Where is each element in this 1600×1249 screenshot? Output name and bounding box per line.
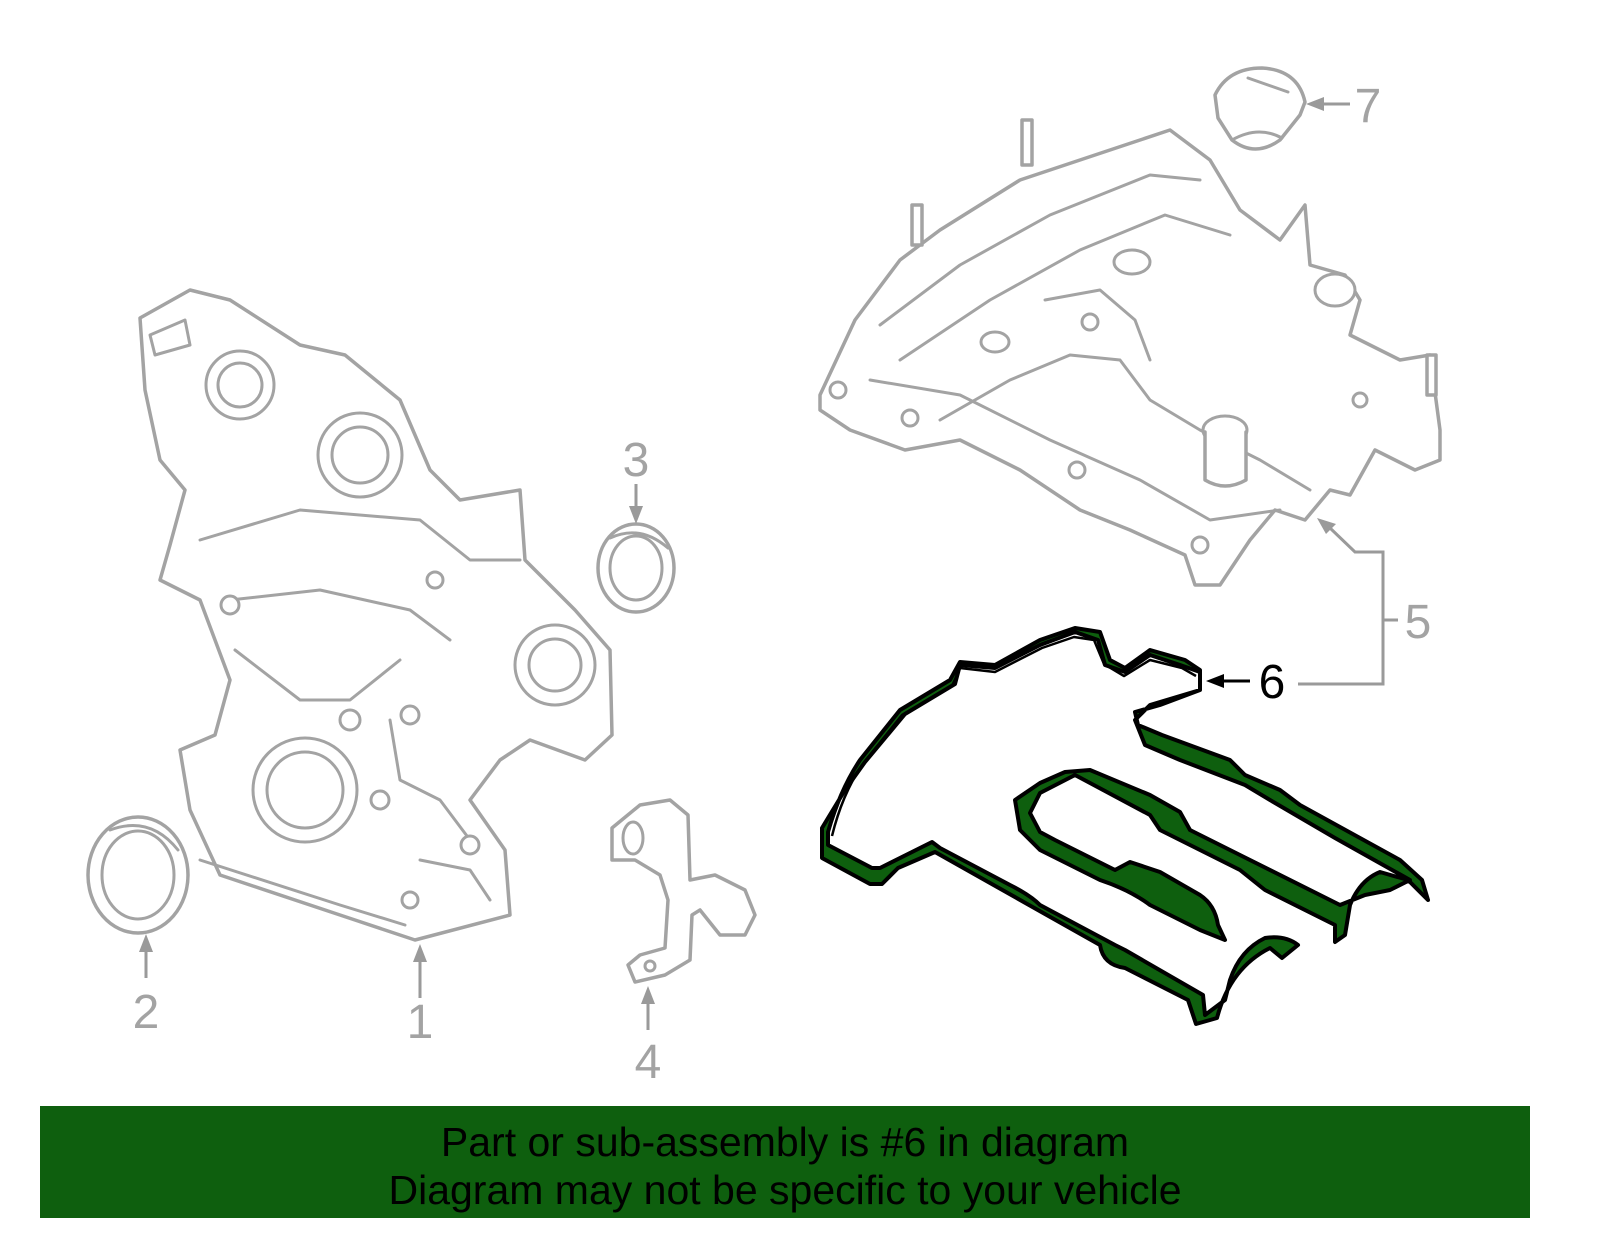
callout-1-number: 1 bbox=[407, 996, 434, 1049]
banner-line-1: Part or sub-assembly is #6 in diagram bbox=[440, 1119, 1130, 1165]
callout-4: 4 bbox=[635, 986, 662, 1089]
banner-line-2: Diagram may not be specific to your vehi… bbox=[388, 1167, 1182, 1213]
callout-2-number: 2 bbox=[133, 986, 160, 1039]
part-1-front-cover[interactable] bbox=[138, 288, 614, 942]
callout-4-number: 4 bbox=[635, 1036, 662, 1089]
callout-3-number: 3 bbox=[623, 434, 650, 487]
part-7-oil-cap[interactable] bbox=[1213, 66, 1307, 151]
callout-6-number: 6 bbox=[1259, 656, 1286, 709]
callout-5: 5 bbox=[1298, 518, 1432, 686]
callout-7: 7 bbox=[1306, 80, 1381, 133]
callout-3: 3 bbox=[623, 434, 650, 524]
callout-1: 1 bbox=[407, 944, 434, 1049]
callout-6: 6 bbox=[1206, 656, 1285, 709]
part-3-seal[interactable] bbox=[596, 522, 676, 614]
part-6-valve-cover-gasket[interactable] bbox=[820, 626, 1430, 1026]
part-4-bracket[interactable] bbox=[610, 798, 757, 984]
callout-5-number: 5 bbox=[1405, 596, 1432, 649]
part-5-valve-cover[interactable] bbox=[818, 118, 1442, 587]
callout-7-number: 7 bbox=[1355, 80, 1382, 133]
part-2-seal[interactable] bbox=[86, 815, 190, 935]
info-banner: Part or sub-assembly is #6 in diagram Di… bbox=[40, 1106, 1530, 1218]
callout-2: 2 bbox=[133, 934, 160, 1039]
